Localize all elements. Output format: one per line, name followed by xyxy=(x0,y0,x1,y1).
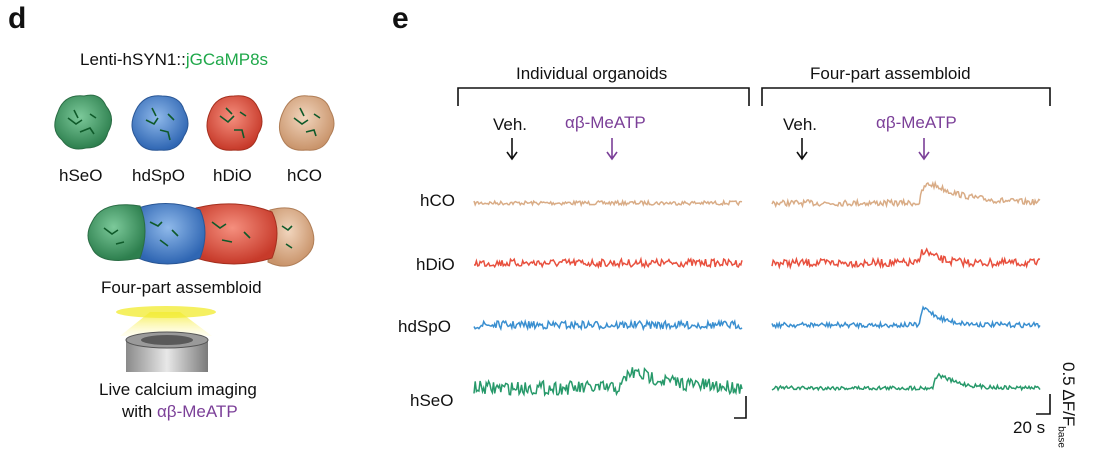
trace-label-hdspo: hdSpO xyxy=(398,317,451,336)
scale-y-sub: base xyxy=(1055,426,1067,448)
group-label-assembloid: Four-part assembloid xyxy=(810,64,971,83)
organoid-label-hco: hCO xyxy=(287,166,322,185)
trace-hco-individual xyxy=(473,198,743,208)
imaging-label-line1: Live calcium imaging xyxy=(99,380,257,399)
construct-prefix: Lenti-hSYN1:: xyxy=(80,50,186,69)
light-beam xyxy=(120,312,212,336)
panel-d-letter: d xyxy=(8,2,27,35)
organoid-label-hseo: hSeO xyxy=(59,166,103,185)
construct-reporter: jGCaMP8s xyxy=(185,50,269,69)
trace-hdspo-assembloid xyxy=(771,305,1041,330)
imaging-label-line2: with αβ-MeATP xyxy=(122,402,238,422)
trace-hdio-individual xyxy=(474,256,743,270)
trace-hseo-individual xyxy=(473,367,743,397)
scale-y-label: 0.5 ΔF/Fbase xyxy=(1056,362,1078,448)
scale-bar-left xyxy=(734,396,747,419)
trace-hseo-assembloid xyxy=(771,372,1041,392)
trace-label-hseo: hSeO xyxy=(410,391,454,410)
organoid-label-hdspo: hdSpO xyxy=(132,166,185,185)
trace-hco-assembloid xyxy=(771,180,1041,209)
scale-x-label: 20 s xyxy=(1013,418,1046,437)
organoid-hseo-illustration xyxy=(54,94,112,150)
microscope-objective-icon xyxy=(125,331,209,372)
organoid-hdio-illustration xyxy=(206,95,263,151)
arrow-vehicle-right xyxy=(796,138,808,161)
vehicle-label-right: Veh. xyxy=(783,115,818,134)
imaging-with: with xyxy=(122,402,157,421)
organoid-hdspo-illustration xyxy=(131,95,189,151)
assembloid-label: Four-part assembloid xyxy=(101,278,262,297)
trace-hdspo-individual xyxy=(473,318,743,332)
drug-label-left: αβ-MeATP xyxy=(565,113,646,132)
arrow-drug-left xyxy=(606,138,618,161)
arrow-vehicle-left xyxy=(506,138,518,161)
bracket-individual xyxy=(457,87,750,106)
organoid-illustrations xyxy=(54,94,335,372)
drug-label-right: αβ-MeATP xyxy=(876,113,957,132)
arrow-drug-right xyxy=(918,138,930,161)
group-label-individual: Individual organoids xyxy=(516,64,668,83)
trace-label-hdio: hDiO xyxy=(416,255,455,274)
assembloid-illustration xyxy=(87,202,315,267)
panel-e-letter: e xyxy=(392,2,409,35)
trace-label-hco: hCO xyxy=(420,191,455,210)
scale-bar-right xyxy=(1036,394,1051,415)
bracket-assembloid xyxy=(761,87,1051,106)
construct-label: Lenti-hSYN1::jGCaMP8s xyxy=(80,50,268,70)
organoid-hco-illustration xyxy=(278,95,335,151)
trace-hdio-assembloid xyxy=(771,247,1041,270)
scale-y-text: 0.5 ΔF/F xyxy=(1059,362,1078,427)
vehicle-label-left: Veh. xyxy=(493,115,528,134)
organoid-label-hdio: hDiO xyxy=(213,166,252,185)
imaging-drug: αβ-MeATP xyxy=(156,402,238,421)
